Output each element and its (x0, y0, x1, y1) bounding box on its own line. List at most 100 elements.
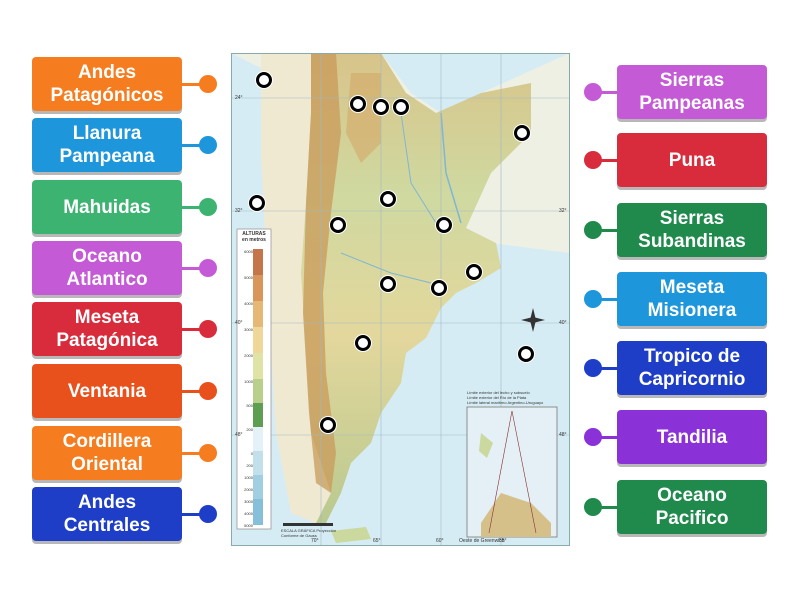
label-card-andes-patagonicos[interactable]: Andes Patagónicos (32, 57, 182, 111)
label-text: Mahuidas (63, 196, 151, 218)
label-card-meseta-misionera[interactable]: Meseta Misionera (617, 272, 767, 326)
legend-value: 3000 (244, 499, 253, 504)
label-text: Sierras Subandinas (638, 208, 746, 252)
latitude-label: 48° (559, 432, 567, 438)
label-text: Meseta Patagónica (56, 307, 158, 351)
label-card-andes-centrales[interactable]: Andes Centrales (32, 487, 182, 541)
label-card-ventania[interactable]: Ventania (32, 364, 182, 418)
drop-target-marker-3[interactable] (373, 99, 389, 115)
label-text: Meseta Misionera (647, 277, 737, 321)
connector-dot[interactable] (199, 75, 217, 93)
longitude-label: 70° (311, 538, 319, 544)
connector-dot[interactable] (199, 259, 217, 277)
inset-note: Límite exterior del Río de la Plata (467, 395, 527, 400)
connector-dot[interactable] (584, 151, 602, 169)
connector-dot[interactable] (199, 505, 217, 523)
connector-line (182, 267, 202, 270)
legend-value: 200 (246, 427, 253, 432)
latitude-label: 40° (235, 320, 243, 326)
legend-value: 2000 (244, 487, 253, 492)
inset-note: Límite exterior del lecho y subsuelo (467, 390, 530, 395)
connector-dot[interactable] (584, 290, 602, 308)
connector-line (595, 506, 617, 509)
connector-dot[interactable] (584, 428, 602, 446)
legend-value: 1000 (244, 475, 253, 480)
compass-rose-icon (521, 308, 545, 332)
drop-target-marker-6[interactable] (249, 195, 265, 211)
drop-target-marker-5[interactable] (514, 125, 530, 141)
legend-value: 2000 (244, 353, 253, 358)
drop-target-marker-4[interactable] (393, 99, 409, 115)
label-card-tandilia[interactable]: Tandilia (617, 410, 767, 464)
drop-target-marker-8[interactable] (330, 217, 346, 233)
drop-target-marker-1[interactable] (256, 72, 272, 88)
connector-line (182, 513, 202, 516)
label-card-llanura-pampeana[interactable]: Llanura Pampeana (32, 118, 182, 172)
connector-line (182, 144, 202, 147)
drop-target-marker-12[interactable] (431, 280, 447, 296)
longitude-label: 60° (436, 538, 444, 544)
label-text: Oceano Pacifico (655, 485, 729, 529)
drop-target-marker-2[interactable] (350, 96, 366, 112)
label-text: Tropico de Capricornio (638, 346, 746, 390)
label-text: Sierras Pampeanas (639, 70, 745, 114)
connector-line (595, 298, 617, 301)
connector-dot[interactable] (584, 221, 602, 239)
connector-line (182, 83, 202, 86)
label-card-mahuidas[interactable]: Mahuidas (32, 180, 182, 234)
label-card-sierras-subandinas[interactable]: Sierras Subandinas (617, 203, 767, 257)
drop-target-marker-11[interactable] (380, 276, 396, 292)
drop-target-marker-15[interactable] (320, 417, 336, 433)
label-text: Andes Patagónicos (50, 62, 164, 106)
connector-dot[interactable] (584, 498, 602, 516)
label-card-puna[interactable]: Puna (617, 133, 767, 187)
connector-dot[interactable] (584, 83, 602, 101)
label-card-tropico-de-capricornio[interactable]: Tropico de Capricornio (617, 341, 767, 395)
latitude-label: 40° (559, 320, 567, 326)
connector-line (595, 436, 617, 439)
legend-title: ALTURAS en metros (242, 231, 266, 243)
label-card-oceano-pacifico[interactable]: Oceano Pacifico (617, 480, 767, 534)
connector-dot[interactable] (584, 359, 602, 377)
legend-value: 5000 (244, 275, 253, 280)
legend-value: 0 (250, 451, 253, 456)
latitude-label: 32° (235, 208, 243, 214)
latitude-label: 24° (235, 95, 243, 101)
latitude-label: 48° (235, 432, 243, 438)
label-card-oceano-atlantico[interactable]: Oceano Atlantico (32, 241, 182, 295)
label-card-sierras-pampeanas[interactable]: Sierras Pampeanas (617, 65, 767, 119)
legend-value: 4000 (244, 301, 253, 306)
drop-target-marker-7[interactable] (380, 191, 396, 207)
label-text: Tandilia (656, 426, 728, 448)
inset-note: Límite lateral marítimo Argentino-Urugua… (467, 400, 544, 405)
drop-target-marker-13[interactable] (518, 346, 534, 362)
legend-value: 500 (246, 403, 253, 408)
connector-dot[interactable] (199, 136, 217, 154)
connector-dot[interactable] (199, 444, 217, 462)
legend-value: 6000 (244, 249, 253, 254)
connector-dot[interactable] (199, 382, 217, 400)
connector-line (595, 91, 617, 94)
label-text: Oceano Atlantico (66, 246, 148, 290)
drop-target-marker-14[interactable] (355, 335, 371, 351)
longitude-label: 65° (373, 538, 381, 544)
connector-line (595, 367, 617, 370)
connector-line (595, 229, 617, 232)
legend-value: 4000 (244, 511, 253, 516)
connector-dot[interactable] (199, 198, 217, 216)
label-card-cordillera-oriental[interactable]: Cordillera Oriental (32, 426, 182, 480)
drop-target-marker-10[interactable] (466, 264, 482, 280)
legend-value: 3000 (244, 327, 253, 332)
map-svg (231, 53, 570, 546)
scale-text: ESCALA GRÁFICA Proyección Conforme de Ga… (281, 528, 337, 538)
label-card-meseta-patagonica[interactable]: Meseta Patagónica (32, 302, 182, 356)
connector-line (182, 328, 202, 331)
connector-dot[interactable] (199, 320, 217, 338)
label-text: Ventania (67, 380, 147, 402)
drop-target-marker-9[interactable] (436, 217, 452, 233)
label-text: Andes Centrales (63, 492, 151, 536)
label-text: Puna (668, 149, 716, 171)
